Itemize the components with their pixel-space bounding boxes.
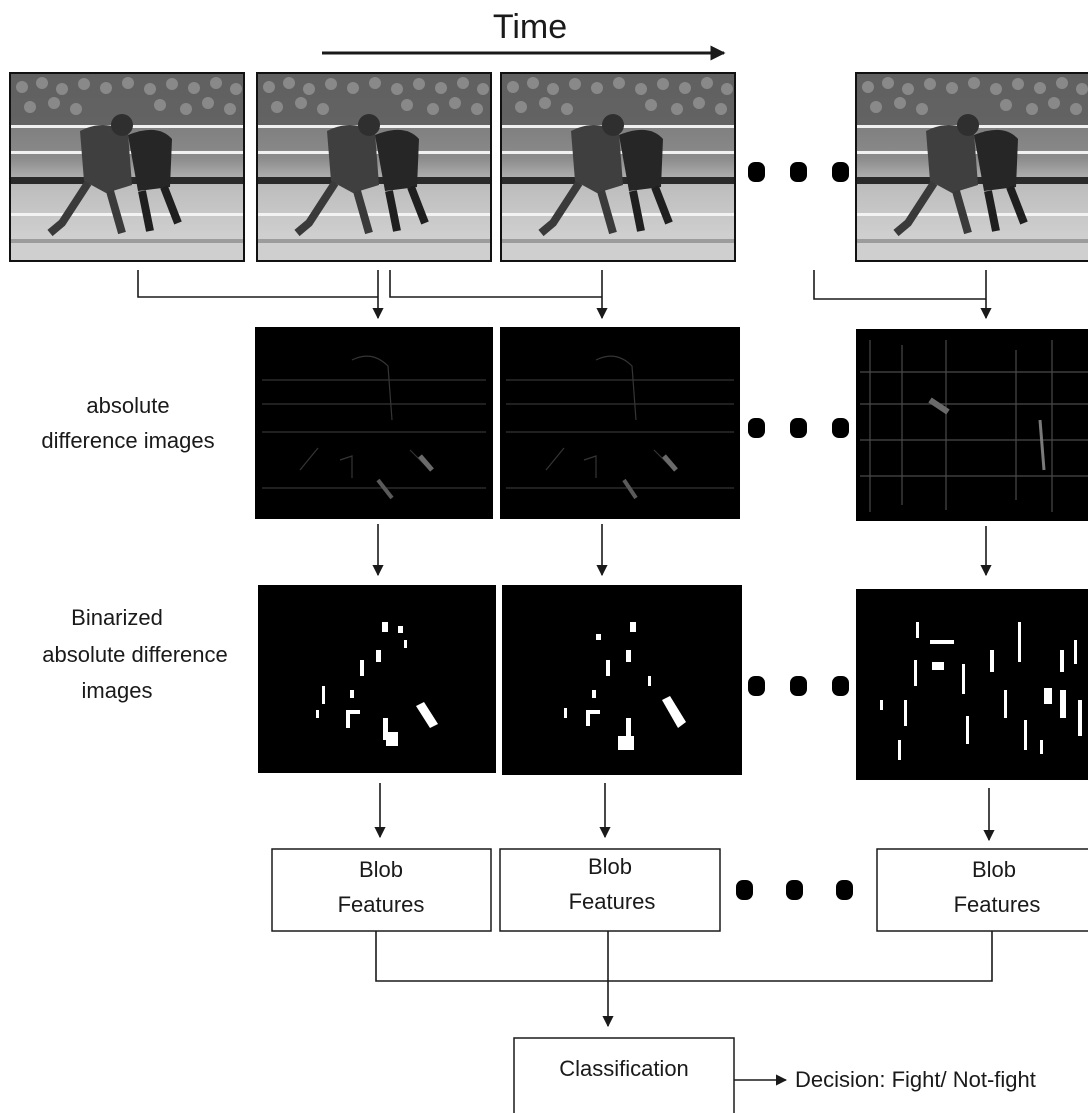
merge-connector: [375, 931, 993, 1028]
blob-features-1-line-2: Features: [338, 892, 425, 917]
ellipsis-row-4: [736, 880, 853, 900]
difference-image-n: [856, 329, 1088, 521]
binarized-label-line-2: absolute difference: [42, 642, 228, 667]
binarized-label-line-1: Binarized: [71, 605, 163, 630]
blob-features-box-n: Blob Features: [876, 848, 1088, 932]
ellipsis-row-1: [748, 162, 849, 182]
difference-image-2: [500, 327, 740, 519]
binarized-image-n: [856, 589, 1088, 780]
blob-features-n-line-1: Blob: [972, 857, 1016, 882]
blob-features-n-line-2: Features: [954, 892, 1041, 917]
absolute-label-line-2: difference images: [41, 428, 214, 453]
video-frame-n: [856, 73, 1088, 261]
time-label: Time: [493, 8, 567, 46]
classification-label: Classification: [559, 1056, 689, 1081]
frame-connectors: [137, 270, 992, 320]
decision-label: Decision: Fight/ Not-fight: [795, 1067, 1036, 1092]
video-frame-1: [10, 73, 244, 261]
binarized-label-line-3: images: [82, 678, 153, 703]
blob-features-2-line-2: Features: [569, 889, 656, 914]
blob-features-2-line-1: Blob: [588, 854, 632, 879]
blob-features-1-line-1: Blob: [359, 857, 403, 882]
video-frame-3: [501, 73, 735, 261]
difference-image-1: [255, 327, 493, 519]
ellipsis-row-2: [748, 418, 849, 438]
blob-features-box-1: Blob Features: [271, 848, 492, 932]
binarized-image-1: [258, 585, 496, 773]
ellipsis-row-3: [748, 676, 849, 696]
binarized-image-2: [502, 585, 742, 775]
absolute-label-line-1: absolute: [86, 393, 169, 418]
diff-to-binary-arrows: [372, 524, 992, 577]
classification-box: Classification: [513, 1037, 735, 1113]
blob-features-box-2: Blob Features: [499, 848, 721, 932]
video-frame-2: [257, 73, 491, 261]
binary-to-blob-arrows: [374, 783, 995, 842]
